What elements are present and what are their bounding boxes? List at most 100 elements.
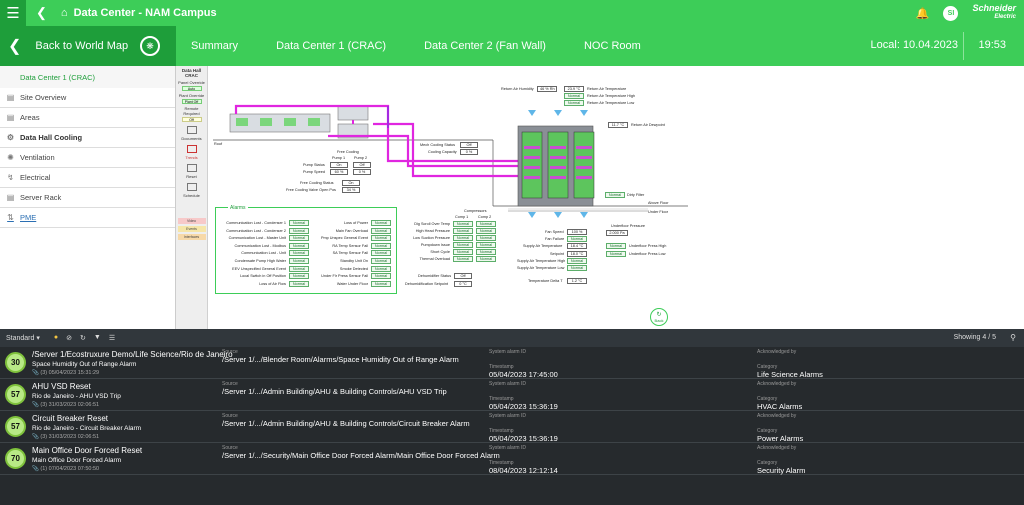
trends-icon[interactable] xyxy=(186,145,197,153)
alarm-status: Normal xyxy=(289,227,309,234)
sidebar-header: Data Center 1 (CRAC) xyxy=(0,66,175,88)
compressor-alarm-label: Low Suction Pressure xyxy=(413,236,450,240)
setpoint-value: 18.0 °C xyxy=(567,251,587,257)
events-chip[interactable]: Events xyxy=(177,226,206,232)
comp1-alarm-status: Normal xyxy=(453,256,473,262)
alarm-status: Normal xyxy=(371,273,391,280)
panel-override-toggle[interactable]: Auto xyxy=(181,86,202,91)
under-floor-label: Under Floor xyxy=(648,210,669,214)
back-arrows-icon: ↻ xyxy=(656,312,662,318)
return-air-humidity-label: Return Air Humidity xyxy=(501,87,534,91)
tab-noc-room[interactable]: NOC Room xyxy=(583,40,641,52)
comp1-alarm-status: Normal xyxy=(453,221,473,227)
view-selector[interactable]: Standard ▾ xyxy=(6,335,40,342)
cooling-capacity-label: Cooling Capacity xyxy=(428,150,457,154)
interfaces-chip[interactable]: Interfaces xyxy=(177,234,206,240)
alarm-subtitle: Rio de Janeiro - Circuit Breaker Alarm xyxy=(32,425,142,432)
alarm-label: Under Flr Press Sensor Fail xyxy=(321,274,368,279)
return-air-temp-label: Return Air Temperature xyxy=(587,87,627,91)
reset-icon[interactable] xyxy=(186,164,197,172)
compressor-alarm-label: Dig Scroll Over Temp xyxy=(414,222,450,226)
alarm-category: Security Alarm xyxy=(757,466,806,475)
tab-data-center-1[interactable]: Data Center 1 (CRAC) xyxy=(276,40,387,52)
return-air-dewpoint-value: 11.7 °C xyxy=(608,122,628,128)
priority-filter-icon[interactable]: ● xyxy=(53,334,59,341)
sidebar-item-electrical[interactable]: ↯Electrical xyxy=(0,168,175,188)
comp2-alarm-status: Normal xyxy=(476,256,496,262)
back-arrow-icon[interactable]: ❮ xyxy=(36,5,47,20)
sidebar-item-areas[interactable]: ▤Areas xyxy=(0,108,175,128)
home-icon[interactable]: ⌂ xyxy=(60,7,68,19)
alarm-row[interactable]: 30/Server 1/Ecostruxure Demo/Life Scienc… xyxy=(0,347,1024,379)
tool-panel: Data Hall CRAC Panel Override Auto Plant… xyxy=(176,66,208,329)
back-to-world-map-button[interactable]: ❮ Back to World Map ❋ xyxy=(0,26,176,66)
supply-air-temp-label: Supply Air Temperature xyxy=(523,244,563,248)
tab-summary[interactable]: Summary xyxy=(191,40,239,52)
alarm-meta: 📎 (1) 07/04/2023 07:50:50 xyxy=(32,466,99,472)
alarm-meta-text: (3) 31/03/2023 02:06:51 xyxy=(40,402,100,408)
dehum-setpoint-value: 0 °C xyxy=(454,281,472,287)
schedule-icon[interactable] xyxy=(186,183,197,191)
underfloor-pressure-value: 2.000 Pa xyxy=(606,230,628,236)
comp2-alarm-status: Normal xyxy=(476,242,496,248)
free-cooling-status-value: On xyxy=(342,180,360,186)
fan-failure-status: Normal xyxy=(567,236,587,242)
alarm-subtitle: Space Humidity Out of Range Alarm xyxy=(32,361,137,368)
back-label: Back xyxy=(654,318,664,323)
alarm-label: SA Temp Sensor Fail xyxy=(332,251,368,256)
user-avatar[interactable]: SI xyxy=(943,5,959,21)
hamburger-menu-icon[interactable]: ☰ xyxy=(0,0,26,26)
alarm-status: Normal xyxy=(289,220,309,226)
system-id-caption: System alarm ID xyxy=(489,413,526,419)
condenser-fan xyxy=(236,118,248,126)
priority-badge: 57 xyxy=(5,416,26,437)
alarm-status: Normal xyxy=(289,242,309,249)
pump2-status-value: Off xyxy=(353,162,371,168)
sidebar-item-pme[interactable]: ⇅PME xyxy=(0,208,175,228)
plant-override-toggle[interactable]: Plant Off xyxy=(181,99,202,104)
pump1-status-value: On xyxy=(330,162,348,168)
documents-icon[interactable] xyxy=(186,126,197,134)
comp1-alarm-status: Normal xyxy=(453,249,473,255)
filter-icon[interactable]: ▼ xyxy=(93,334,101,341)
sidebar-item-ventilation[interactable]: ✺Ventilation xyxy=(0,148,175,168)
search-icon[interactable]: ⚲ xyxy=(1010,333,1016,342)
sidebar-item-site-overview[interactable]: ▤Site Overview xyxy=(0,88,175,108)
condenser-fan xyxy=(260,118,272,126)
nav-bar: ❮ Back to World Map ❋ Summary Data Cente… xyxy=(0,26,1024,66)
back-label: Back to World Map xyxy=(35,40,129,52)
alarm-label: Communication Lost - Condenser 2 xyxy=(226,228,286,233)
comp2-label: Comp 2 xyxy=(478,215,492,219)
sidebar-item-server-rack[interactable]: ▤Server Rack xyxy=(0,188,175,208)
list-settings-icon[interactable]: ☰ xyxy=(108,335,116,342)
setpoint-label: Setpoint xyxy=(550,252,564,256)
free-cooling-status-label: Free Cooling Status xyxy=(300,181,334,185)
reset-label: Reset xyxy=(186,174,197,179)
remote-required-toggle[interactable]: Off xyxy=(181,117,202,122)
compressor-alarm-label: Pumpdown Issue xyxy=(420,243,450,247)
alarm-label: Smoke Detected xyxy=(339,266,368,271)
local-time: 19:53 xyxy=(978,39,1006,51)
dehum-setpoint-label: Dehumidification Setpoint xyxy=(405,282,449,286)
return-air-dewpoint-label: Return Air Dewpoint xyxy=(631,123,665,127)
tab-data-center-2[interactable]: Data Center 2 (Fan Wall) xyxy=(424,40,546,52)
underfloor-high-status: Normal xyxy=(606,243,626,249)
block-icon[interactable]: ⊘ xyxy=(66,335,72,342)
comp2-alarm-status: Normal xyxy=(476,249,496,255)
refresh-icon[interactable]: ↻ xyxy=(80,335,86,342)
video-chip[interactable]: Video xyxy=(177,218,206,224)
mech-cooling-status-value: Off xyxy=(460,142,478,148)
fan-icon: ✺ xyxy=(7,153,14,162)
back-button[interactable]: ↻ Back xyxy=(650,308,668,326)
sidebar-item-data-hall-cooling[interactable]: ⚙Data Hall Cooling xyxy=(0,128,175,148)
alarm-label: Communication Lost - Condenser 1 xyxy=(226,221,286,225)
attachment-icon: 📎 xyxy=(32,466,39,472)
notification-bell-icon[interactable]: 🔔 xyxy=(915,7,930,20)
chevron-left-icon: ❮ xyxy=(8,38,22,55)
supply-air-high-label: Supply Air Temperature High xyxy=(517,259,566,263)
comp1-alarm-status: Normal xyxy=(453,242,473,248)
trends-label: Trends xyxy=(185,155,198,160)
